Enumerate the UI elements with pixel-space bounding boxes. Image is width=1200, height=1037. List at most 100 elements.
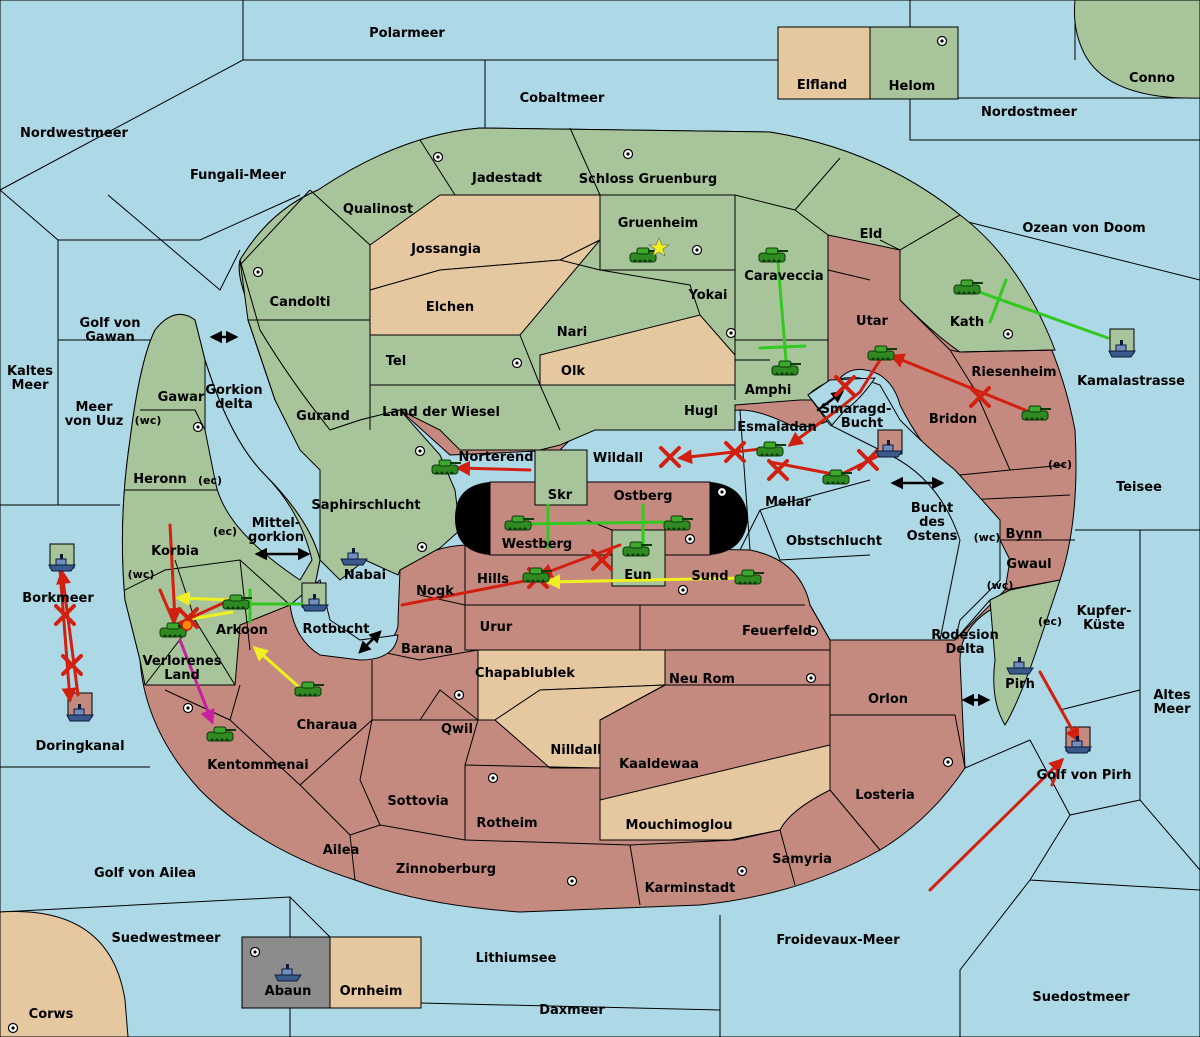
- label-abaun: Abaun: [265, 984, 312, 999]
- tag-bynn-wc: (wc): [974, 531, 1001, 544]
- supply-center-icon: [511, 357, 523, 369]
- supply-center-icon: [252, 266, 264, 278]
- label-suedostmeer: Suedostmeer: [1032, 990, 1130, 1005]
- label-sottovia: Sottovia: [387, 794, 448, 809]
- label-cobaltmeer: Cobaltmeer: [520, 91, 605, 106]
- orders-layer: [56, 260, 1110, 892]
- label-corws: Corws: [29, 1007, 74, 1022]
- label-rotbucht: Rotbucht: [303, 622, 370, 637]
- label-skr: Skr: [548, 488, 573, 503]
- label-altes-2: Meer: [1154, 702, 1192, 717]
- sea-labels: Polarmeer Cobaltmeer Nordwestmeer Fungal…: [7, 26, 1191, 1018]
- label-bucht-3: Ostens: [907, 529, 958, 544]
- label-pirh: Pirh: [1005, 677, 1035, 692]
- mittelgorkion-sea[interactable]: [204, 359, 313, 581]
- tag-heronn-ec: (ec): [198, 474, 222, 487]
- label-mellar: Mellar: [765, 495, 811, 510]
- label-conno: Conno: [1129, 71, 1175, 86]
- label-gorkion-1: Gorkion: [205, 383, 262, 398]
- label-riesenheim: Riesenheim: [971, 365, 1056, 380]
- label-wildall: Wildall: [593, 451, 643, 466]
- label-obstschlucht: Obstschlucht: [786, 534, 882, 549]
- supply-center-icon: [192, 421, 204, 433]
- label-utar: Utar: [856, 314, 889, 329]
- label-arkoon: Arkoon: [216, 623, 268, 638]
- conno-territory[interactable]: [1074, 0, 1200, 99]
- label-esmaladan: Esmaladan: [737, 420, 817, 435]
- label-jadestadt: Jadestadt: [471, 171, 542, 186]
- label-smaragd-1: Smaragd-: [821, 402, 892, 417]
- label-verlorenes-2: Land: [164, 668, 200, 683]
- label-saphir: Saphirschlucht: [311, 498, 420, 513]
- label-yokai: Yokai: [687, 288, 727, 303]
- label-karminstadt: Karminstadt: [645, 881, 736, 896]
- label-rodesion-2: Delta: [945, 642, 984, 657]
- label-norterend: Norterend: [458, 450, 533, 465]
- tag-gwaul-ec: (ec): [1038, 615, 1062, 628]
- label-elchen: Elchen: [426, 300, 474, 315]
- supply-center-icon: [416, 541, 428, 553]
- supply-center-icon: [736, 865, 748, 877]
- supply-center-icon: [182, 702, 194, 714]
- label-westberg: Westberg: [502, 537, 572, 552]
- label-neu-rom: Neu Rom: [669, 672, 735, 687]
- label-nogk: Nogk: [416, 584, 454, 599]
- label-nordwestmeer: Nordwestmeer: [20, 126, 128, 141]
- corws-territory[interactable]: [0, 911, 129, 1037]
- supply-center-icon: [7, 1022, 19, 1034]
- label-ornheim: Ornheim: [340, 984, 403, 999]
- label-nordostmeer: Nordostmeer: [981, 105, 1078, 120]
- label-kupfer-1: Kupfer-: [1077, 604, 1132, 619]
- explosion-icon: [181, 619, 193, 631]
- adjacency-arrows: [209, 330, 991, 707]
- skr-territory[interactable]: [534, 449, 588, 506]
- label-fungali: Fungali-Meer: [190, 168, 287, 183]
- coast-tags: (wc) (ec) (ec) (wc) (ec) (wc) (wc) (ec): [128, 414, 1072, 628]
- label-smaragd-2: Bucht: [841, 416, 883, 431]
- label-schloss: Schloss Gruenburg: [579, 172, 717, 187]
- supply-center-icon: [1002, 328, 1014, 340]
- elfland-territory[interactable]: [777, 26, 871, 100]
- tag-korbia-ec: (ec): [213, 525, 237, 538]
- supply-center-icon: [566, 875, 578, 887]
- double-arrow-icon: [358, 630, 382, 654]
- label-urur: Urur: [480, 620, 513, 635]
- tag-gawar-wc: (wc): [135, 414, 162, 427]
- label-borkmeer: Borkmeer: [22, 591, 94, 606]
- label-eld: Eld: [860, 227, 883, 242]
- label-kath: Kath: [950, 315, 984, 330]
- label-bynn: Bynn: [1006, 527, 1043, 542]
- label-froidevaux: Froidevaux-Meer: [776, 933, 900, 948]
- supply-center-icon: [716, 486, 728, 498]
- label-rodesion-1: Rodesion: [931, 628, 998, 643]
- label-tel: Tel: [386, 354, 406, 369]
- label-gwaul: Gwaul: [1006, 557, 1051, 572]
- ornheim-territory[interactable]: [329, 936, 422, 1009]
- label-orlon: Orlon: [868, 692, 908, 707]
- pirh-territory[interactable]: [989, 579, 1061, 726]
- label-kentommenai: Kentommenai: [207, 758, 308, 773]
- label-heronn: Heronn: [133, 472, 187, 487]
- label-hugl: Hugl: [684, 404, 718, 419]
- label-kaltes-1: Kaltes: [7, 364, 53, 379]
- label-rotheim: Rotheim: [476, 816, 537, 831]
- supply-center-icon: [725, 327, 737, 339]
- label-sund: Sund: [691, 569, 728, 584]
- label-kamalastrasse: Kamalastrasse: [1077, 374, 1185, 389]
- label-verlorenes-1: Verlorenes: [142, 654, 221, 669]
- label-jossangia: Jossangia: [410, 242, 481, 257]
- label-barana: Barana: [401, 642, 453, 657]
- label-qwil: Qwil: [441, 722, 473, 737]
- label-doringkanal: Doringkanal: [35, 739, 124, 754]
- label-teisee: Teisee: [1116, 480, 1162, 495]
- label-kaltes-2: Meer: [12, 378, 50, 393]
- label-gurand: Gurand: [296, 409, 350, 424]
- label-uuz-1: Meer: [76, 400, 114, 415]
- label-elfland: Elfland: [797, 78, 847, 93]
- label-mouchimoglou: Mouchimoglou: [626, 818, 733, 833]
- label-nari: Nari: [557, 325, 588, 340]
- label-bucht-2: des: [919, 515, 945, 530]
